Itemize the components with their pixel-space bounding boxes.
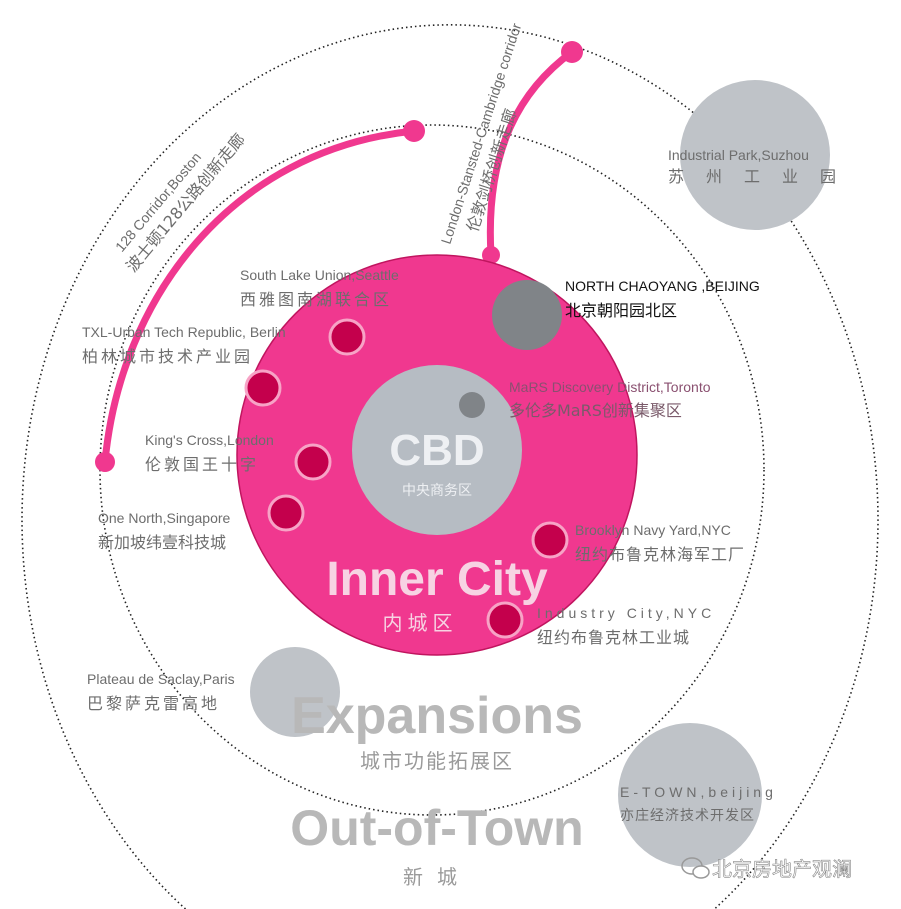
- industry-city-label-cn: 纽约布鲁克林工业城: [537, 628, 690, 647]
- berlin-label-en: TXL-Urban Tech Republic, Berlin: [82, 324, 286, 340]
- berlin-label-cn: 柏林城市技术产业园: [82, 347, 253, 366]
- brooklyn-label-cn: 纽约布鲁克林海军工厂: [575, 545, 745, 564]
- north-chaoyang-label-cn: 北京朝阳园北区: [565, 301, 677, 320]
- inner-city-title: Inner City: [326, 553, 548, 606]
- industry-city-dot: [486, 601, 524, 639]
- seattle-label-cn: 西雅图南湖联合区: [240, 290, 392, 309]
- north-chaoyang-circle: [492, 280, 562, 350]
- boston-corridor-end: [95, 452, 115, 472]
- brooklyn-label-en: Brooklyn Navy Yard,NYC: [575, 522, 731, 538]
- mars-circle: [459, 392, 485, 418]
- etown-label-cn: 亦庄经济技术开发区: [620, 807, 755, 824]
- expansions-subtitle: 城市功能拓展区: [360, 749, 514, 773]
- suzhou-label-cn: 苏州工业园: [668, 167, 858, 186]
- watermark-text: 北京房地产观澜: [712, 857, 852, 881]
- paris-label-en: Plateau de Saclay,Paris: [87, 671, 235, 687]
- cbd-subtitle: 中央商务区: [402, 483, 472, 499]
- outoftown-subtitle: 新城: [403, 865, 471, 889]
- industry-city-label-en: Industry City,NYC: [537, 605, 715, 621]
- cbd-title: CBD: [389, 426, 484, 475]
- mars-label-cn: 多伦多MaRS创新集聚区: [509, 401, 682, 420]
- singapore-dot: [267, 494, 305, 532]
- etown-circle: [618, 723, 762, 867]
- suzhou-label-en: Industrial Park,Suzhou: [668, 147, 809, 163]
- outer-ring: [21, 24, 879, 909]
- berlin-dot: [244, 369, 282, 407]
- wechat-icon: [681, 857, 710, 879]
- mars-label-en: MaRS Discovery District,Toronto: [509, 379, 711, 395]
- inner-city-subtitle: 内城区: [383, 611, 458, 635]
- paris-label-cn: 巴黎萨克雷高地: [87, 694, 220, 713]
- singapore-label-cn: 新加坡纬壹科技城: [98, 533, 226, 552]
- seattle-label-en: South Lake Union,Seattle: [240, 267, 399, 283]
- kings-cross-dot: [294, 443, 332, 481]
- singapore-label-en: One North,Singapore: [98, 510, 231, 526]
- boston-corridor-start: [403, 120, 425, 142]
- london-corridor: [486, 49, 575, 256]
- kings-cross-label-cn: 伦敦国王十字: [145, 455, 259, 474]
- north-chaoyang-label-en: NORTH CHAOYANG ,BEIJING: [565, 278, 760, 294]
- outoftown-title: Out-of-Town: [290, 800, 583, 856]
- seattle-dot: [328, 318, 366, 356]
- london-corridor-end: [482, 246, 500, 264]
- paris-circle: [250, 647, 340, 737]
- london-corridor-start: [561, 41, 583, 63]
- suzhou-circle: [680, 80, 830, 230]
- kings-cross-label-en: King's Cross,London: [145, 432, 274, 448]
- expansions-title: Expansions: [291, 687, 583, 745]
- brooklyn-dot: [531, 521, 569, 559]
- boston-corridor: [101, 127, 415, 463]
- etown-label-en: E-TOWN,beijing: [620, 784, 777, 800]
